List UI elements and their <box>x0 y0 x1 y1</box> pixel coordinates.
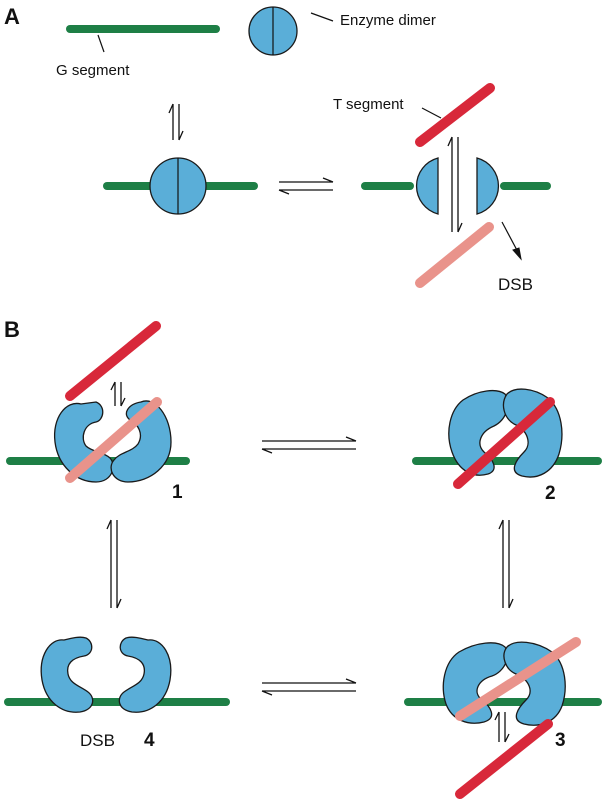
equilibrium-arrows-a-binding <box>168 103 184 141</box>
equilibrium-arrows-1-2 <box>261 436 357 454</box>
state4-number: 4 <box>144 730 155 751</box>
state1-enzyme <box>53 400 172 483</box>
g-segment-leader <box>97 34 105 53</box>
t-segment-label: T segment <box>333 96 404 113</box>
equilibrium-arrows-a-cleavage <box>278 177 334 195</box>
equilibrium-arrows-a-passage <box>447 136 463 233</box>
panel-b-label: B <box>4 317 20 342</box>
enzyme-dimer-leader <box>310 12 334 22</box>
panel-b-dsb-label: DSB <box>80 731 115 750</box>
state3-t-segment-pink <box>455 637 581 721</box>
enzyme-dimer-bound <box>149 157 207 215</box>
equilibrium-arrows-2-3 <box>498 519 514 609</box>
g-segment-label: G segment <box>56 62 130 79</box>
dsb-arrow <box>501 221 522 261</box>
t-segment-passed <box>415 222 494 288</box>
equilibrium-arrows-4-1 <box>106 519 122 609</box>
state1-t-segment-pink <box>65 397 162 483</box>
state3-small-arrows <box>494 711 510 743</box>
panel-a-label: A <box>4 4 20 29</box>
enzyme-half-left <box>415 157 439 215</box>
enzyme-dimer-free <box>248 6 298 56</box>
state1-number: 1 <box>172 482 183 503</box>
t-segment-leader <box>421 107 442 119</box>
state3-t-segment-red <box>455 719 553 799</box>
state2-number: 2 <box>545 483 556 504</box>
state1-t-segment-red <box>65 321 161 401</box>
state2-t-segment <box>453 397 555 489</box>
enzyme-half-right <box>476 157 500 215</box>
enzyme-dimer-label: Enzyme dimer <box>340 12 436 29</box>
state1-small-arrows <box>110 381 126 407</box>
equilibrium-arrows-3-4 <box>261 678 357 696</box>
panel-a-dsb-label: DSB <box>498 275 533 294</box>
state3-number: 3 <box>555 730 566 751</box>
state4-enzyme <box>40 636 172 713</box>
t-segment-entering <box>415 83 495 147</box>
